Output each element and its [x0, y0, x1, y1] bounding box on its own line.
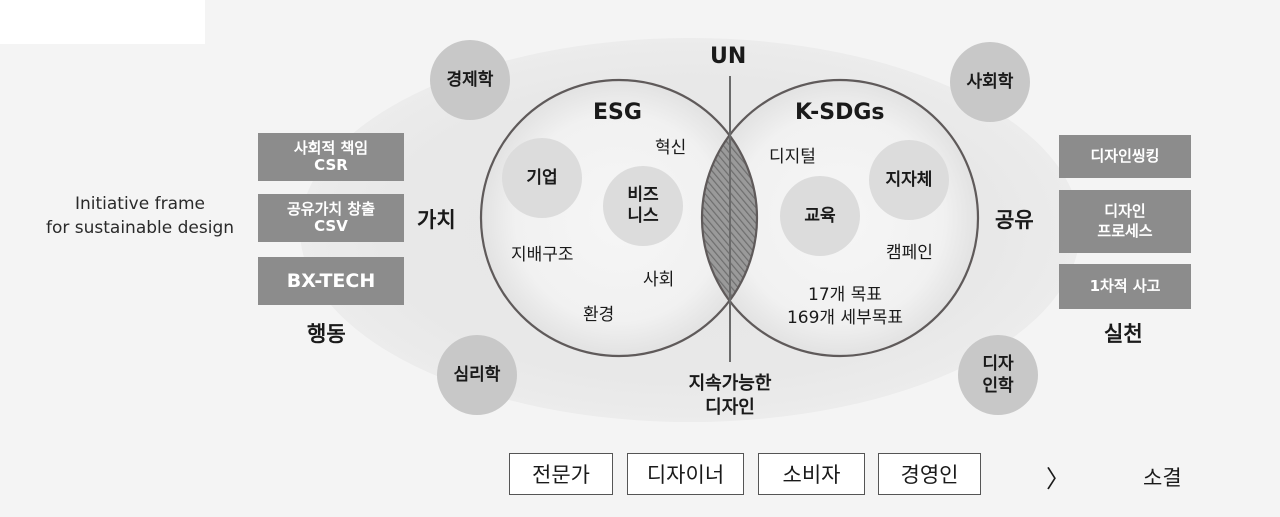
label-sustainable-design-line2: 디자인 [705, 397, 755, 418]
bubble-education-label: 교육 [804, 205, 836, 226]
word-social: 사회 [643, 270, 675, 290]
bubble-design-line1: 디자 [982, 354, 1014, 374]
box-bx-tech: BX-TECH [258, 257, 404, 305]
stakeholder-consumer-button[interactable]: 소비자 [758, 453, 865, 495]
ksdgs-goals: 17개 목표 169개 세부목표 [760, 284, 930, 330]
bubble-business-line2: 니스 [627, 206, 659, 226]
bubble-sociology: 사회학 [950, 42, 1030, 122]
box-primary-thinking: 1차적 사고 [1059, 264, 1191, 309]
frame-caption: Initiative frame for sustainable design [30, 192, 250, 240]
bubble-design-studies: 디자 인학 [958, 335, 1038, 415]
bubble-economics-label: 경제학 [446, 70, 494, 90]
bubble-design-line2: 인학 [982, 376, 1014, 396]
box-design-process: 디자인 프로세스 [1059, 190, 1191, 253]
word-17-goals: 17개 목표 [808, 285, 882, 305]
word-innovation: 혁신 [655, 138, 687, 158]
label-value: 가치 [417, 208, 456, 232]
label-action: 행동 [307, 322, 346, 346]
bubble-economics: 경제학 [430, 40, 510, 120]
box-csr: 사회적 책임 CSR [258, 133, 404, 181]
box-design-process-line1: 디자인 [1104, 202, 1146, 220]
stakeholder-expert-button[interactable]: 전문가 [509, 453, 613, 495]
top-left-blank [0, 0, 205, 44]
stakeholder-expert-label: 전문가 [532, 463, 590, 487]
label-sustainable-design-line1: 지속가능한 [688, 373, 772, 394]
frame-caption-line1: Initiative frame [74, 194, 206, 214]
ksdgs-title: K-SDGs [795, 100, 885, 125]
box-csr-line1: 사회적 책임 [293, 139, 369, 157]
box-design-thinking-label: 디자인씽킹 [1090, 147, 1160, 165]
label-sustainable-design: 지속가능한 디자인 [670, 372, 790, 420]
bubble-business: 비즈 니스 [603, 166, 683, 246]
word-environment: 환경 [583, 305, 615, 325]
label-share: 공유 [995, 208, 1034, 232]
word-169-subgoals: 169개 세부목표 [786, 308, 904, 328]
bubble-education: 교육 [780, 176, 860, 256]
bubble-sociology-label: 사회학 [966, 72, 1014, 92]
box-csv-line1: 공유가치 창출 [286, 200, 376, 218]
stakeholder-consumer-label: 소비자 [782, 463, 841, 487]
bubble-corporation: 기업 [502, 138, 582, 218]
bubble-corporation-label: 기업 [526, 167, 558, 188]
bubble-local-gov: 지자체 [869, 140, 949, 220]
word-digital: 디지털 [769, 147, 816, 167]
esg-title: ESG [593, 100, 642, 125]
frame-caption-line2: for sustainable design [45, 218, 235, 238]
chevron-right-icon: 〉 [1046, 465, 1070, 493]
box-bx-tech-label: BX-TECH [286, 269, 376, 292]
bubble-psychology: 심리학 [437, 335, 517, 415]
stakeholder-designer-label: 디자이너 [646, 463, 725, 487]
stakeholder-executive-button[interactable]: 경영인 [878, 453, 981, 495]
box-csr-line2: CSR [314, 156, 348, 174]
word-governance: 지배구조 [511, 245, 574, 265]
word-campaign: 캠페인 [886, 243, 933, 263]
box-primary-thinking-label: 1차적 사고 [1089, 277, 1161, 295]
label-conclusion: 소결 [1143, 466, 1182, 490]
bubble-business-line1: 비즈 [627, 185, 659, 205]
label-un: UN [710, 44, 747, 69]
label-practice: 실천 [1104, 322, 1143, 346]
stakeholder-designer-button[interactable]: 디자이너 [627, 453, 744, 495]
box-design-process-line2: 프로세스 [1097, 222, 1153, 240]
box-csv: 공유가치 창출 CSV [258, 194, 404, 242]
box-csv-line2: CSV [314, 217, 348, 235]
box-design-thinking: 디자인씽킹 [1059, 135, 1191, 178]
bubble-psychology-label: 심리학 [453, 365, 501, 385]
bubble-local-gov-label: 지자체 [885, 169, 933, 190]
stakeholder-executive-label: 경영인 [900, 463, 959, 487]
